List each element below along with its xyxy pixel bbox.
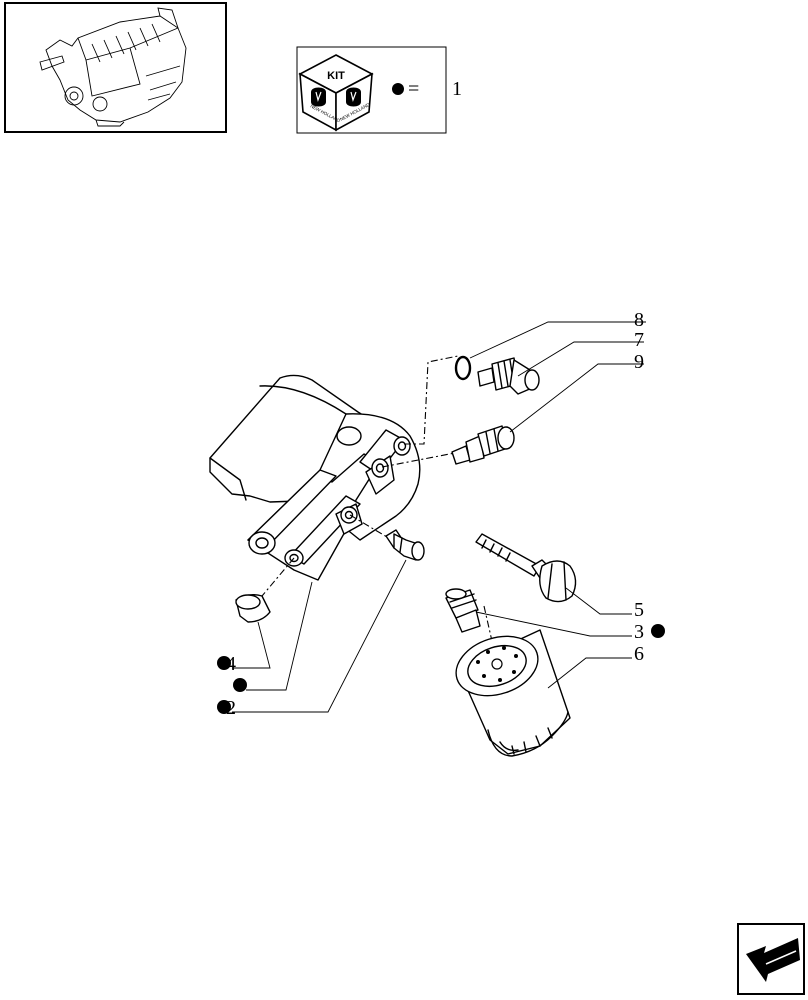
callout-6: 6 xyxy=(634,643,644,665)
kit-legend: KIT NEW HOLLAND NEW HOLLAND = 1 xyxy=(296,46,462,134)
kit-marker-3 xyxy=(651,624,665,638)
kit-label: KIT xyxy=(327,70,345,82)
part-9-fitting xyxy=(451,425,515,465)
nav-back-button[interactable] xyxy=(737,923,805,995)
filter-head-assembly xyxy=(209,374,421,581)
arrow-back-icon xyxy=(746,938,800,982)
part-2-fitting xyxy=(385,529,425,561)
callout-7: 7 xyxy=(634,329,644,351)
engine-icon xyxy=(39,7,187,127)
engine-thumbnail[interactable] xyxy=(4,2,227,133)
callouts: 8 7 9 5 3 6 4 2 xyxy=(217,309,665,719)
kit-number: 1 xyxy=(452,78,462,100)
leader-lines xyxy=(232,321,646,713)
callout-2: 2 xyxy=(226,697,236,719)
part-3-nipple xyxy=(445,588,481,633)
part-5-bolt xyxy=(475,533,577,603)
callout-4: 4 xyxy=(226,653,236,675)
part-8-o-ring xyxy=(454,355,472,381)
kit-marker-bracket xyxy=(233,678,247,692)
kit-marker-4 xyxy=(217,656,231,670)
assembly-lines xyxy=(261,355,495,651)
callout-5: 5 xyxy=(634,599,644,621)
kit-equals: = xyxy=(408,78,419,100)
callout-9: 9 xyxy=(634,351,644,373)
kit-cube-icon: KIT NEW HOLLAND NEW HOLLAND xyxy=(298,54,374,132)
part-6-oil-filter xyxy=(455,629,571,757)
kit-marker-2 xyxy=(217,700,231,714)
callout-3: 3 xyxy=(634,621,644,643)
part-7-fitting xyxy=(477,357,540,395)
kit-marker-dot xyxy=(392,83,404,95)
part-4-plug xyxy=(235,593,271,623)
callout-8: 8 xyxy=(634,309,644,331)
